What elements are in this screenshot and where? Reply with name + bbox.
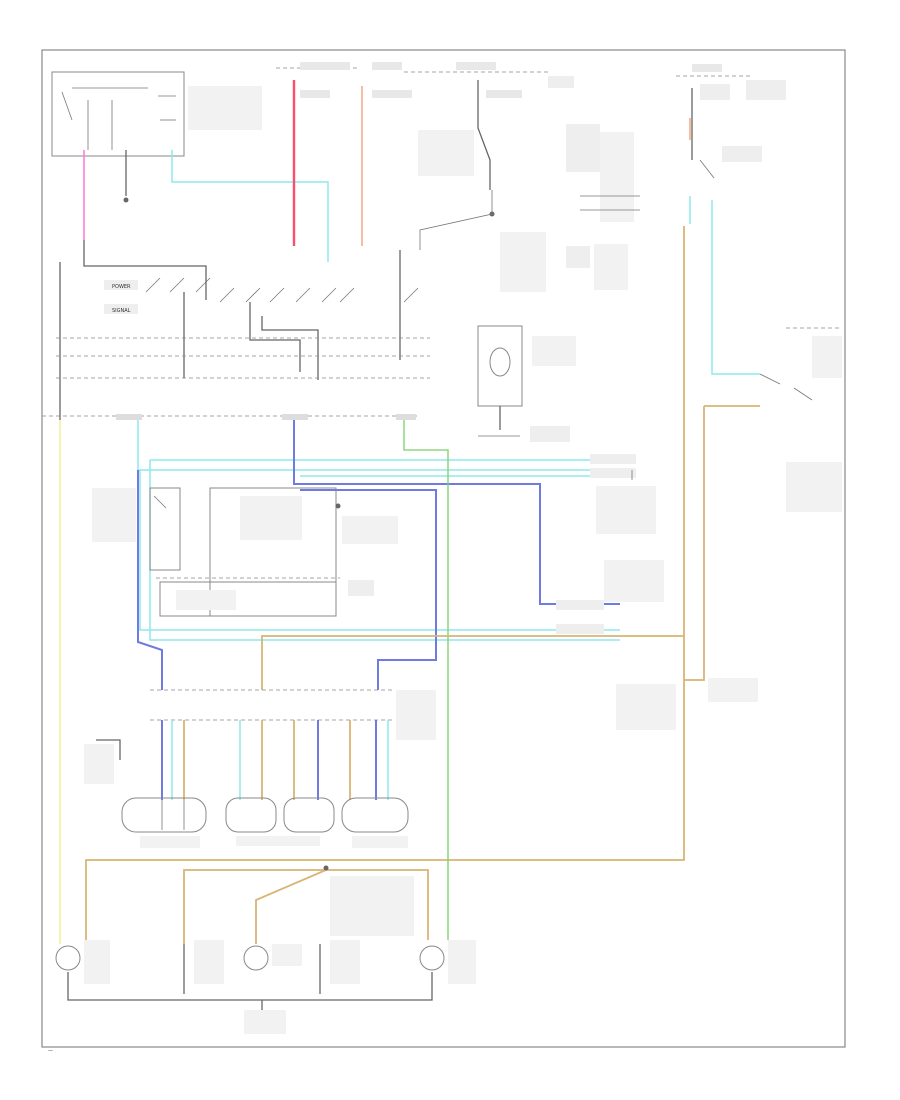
left-tail-lamp (55, 940, 110, 984)
relay-description-label (188, 86, 262, 130)
bulb-connector-label (396, 690, 436, 740)
ground-label (530, 426, 570, 442)
bulb-pigtails (161, 720, 389, 800)
ground-bus (67, 972, 433, 1001)
wire-tan-bottom-2 (326, 869, 429, 940)
relay-module (51, 71, 185, 157)
right-tail-lamp (419, 940, 476, 984)
wire-cyan-bus-3 (149, 460, 620, 641)
splice-description (330, 876, 414, 936)
right-front-park-lamp (341, 797, 409, 833)
diagram-border (41, 49, 846, 1048)
headlamp-switch-block (500, 124, 640, 292)
wire-junction-1 (419, 190, 493, 250)
wire-blue-1 (293, 420, 620, 605)
fuse-column-3 (404, 62, 574, 98)
flasher-module (92, 487, 398, 617)
wire-tan-mid (261, 635, 684, 690)
right-rear-marker (319, 940, 360, 994)
headlamp-bulb (477, 325, 576, 430)
wire-cyan-bus-4 (139, 470, 620, 631)
wire-bank-2 (249, 302, 301, 372)
corner-reference: — (48, 1048, 53, 1054)
side-marker-lamp-2 (283, 797, 335, 833)
wire-bank-3 (261, 316, 319, 380)
wire-fuse-3 (477, 80, 491, 190)
license-lamp (243, 944, 302, 971)
wire-cyan-right (711, 200, 760, 375)
wire-blue-3 (137, 470, 163, 690)
wire-tan-branch (684, 406, 705, 681)
wire-tan-bottom-3 (255, 869, 327, 944)
wire-left-main (83, 240, 207, 300)
switch-label-power: POWER (112, 284, 131, 290)
left-front-park-lamp (121, 797, 207, 833)
wire-cyan-top (171, 150, 329, 262)
wire-tan-bottom (183, 869, 326, 944)
wire-blue-2 (300, 489, 437, 690)
wire-tan-main (85, 226, 685, 944)
fuse-column-1 (276, 62, 360, 98)
right-fuse-block (676, 64, 786, 179)
switch-bank (104, 277, 419, 314)
wire-left-ground (96, 739, 121, 760)
wire-green (403, 420, 449, 940)
ground-note (84, 744, 114, 784)
side-marker-lamp-1 (225, 797, 277, 833)
rear-ground-label (244, 1010, 286, 1034)
dimmer-switch (759, 327, 842, 512)
left-rear-marker (183, 940, 224, 994)
fuse-column-2 (372, 62, 412, 98)
switch-label-signal: SIGNAL (112, 308, 131, 314)
right-connector-labels (556, 454, 758, 730)
switch-description-label (418, 130, 474, 176)
